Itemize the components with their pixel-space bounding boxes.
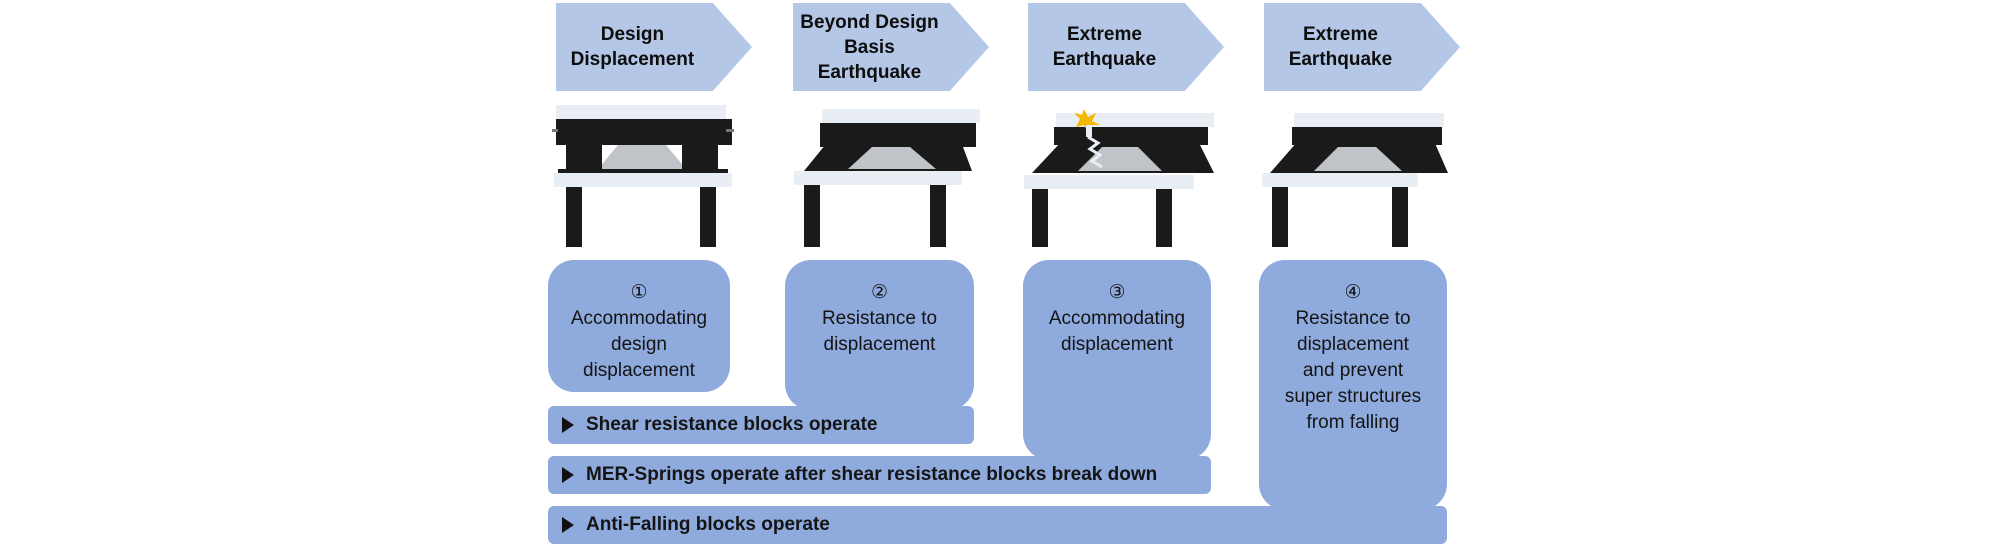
stage-3-number: ③: [1108, 282, 1126, 303]
stage-2-box: ② Resistance to displacement: [785, 260, 974, 410]
bearing-illustration-1: [552, 105, 734, 247]
bearing-illustration-4: [1262, 113, 1448, 247]
stage-4-header-label: Extreme Earthquake: [1288, 24, 1393, 70]
stage-4-description: Resistance to displacement and prevent s…: [1284, 308, 1422, 433]
bearing-illustration-2: [794, 109, 980, 247]
stage-1-header-label: Design Displacement: [570, 24, 695, 70]
bullet-triangle-icon: [562, 517, 574, 533]
bar-mer-springs: MER-Springs operate after shear resistan…: [548, 456, 1211, 494]
bar-anti-falling: Anti-Falling blocks operate: [548, 506, 1447, 544]
stage-3-box: ③ Accommodating displacement: [1023, 260, 1211, 460]
stage-4-box: ④ Resistance to displacement and prevent…: [1259, 260, 1447, 510]
stage-3-header: Extreme Earthquake: [1028, 3, 1224, 91]
stage-2-header-label: Beyond Design Basis Earthquake: [800, 11, 939, 83]
stage-1-number: ①: [630, 282, 648, 303]
bearing-illustration-3: [1024, 109, 1214, 247]
bar-shear-resistance: Shear resistance blocks operate: [548, 406, 974, 444]
stage-2-description: Resistance to displacement: [821, 308, 938, 355]
bullet-triangle-icon: [562, 467, 574, 483]
stage-1-box: ① Accommodating design displacement: [548, 260, 730, 392]
stage-2-header: Beyond Design Basis Earthquake: [793, 3, 989, 91]
bullet-triangle-icon: [562, 417, 574, 433]
stage-1-header: Design Displacement: [556, 3, 752, 91]
stage-3-header-label: Extreme Earthquake: [1052, 24, 1157, 70]
stage-2-number: ②: [870, 282, 889, 303]
stage-4-header: Extreme Earthquake: [1264, 3, 1460, 91]
stage-3-description: Accommodating displacement: [1048, 308, 1186, 355]
bar-label: Shear resistance blocks operate: [586, 414, 878, 435]
stage-1-description: Accommodating design displacement: [570, 308, 708, 381]
stage-4-number: ④: [1344, 282, 1362, 303]
bar-label: Anti-Falling blocks operate: [586, 514, 830, 535]
bar-label: MER-Springs operate after shear resistan…: [586, 464, 1158, 485]
